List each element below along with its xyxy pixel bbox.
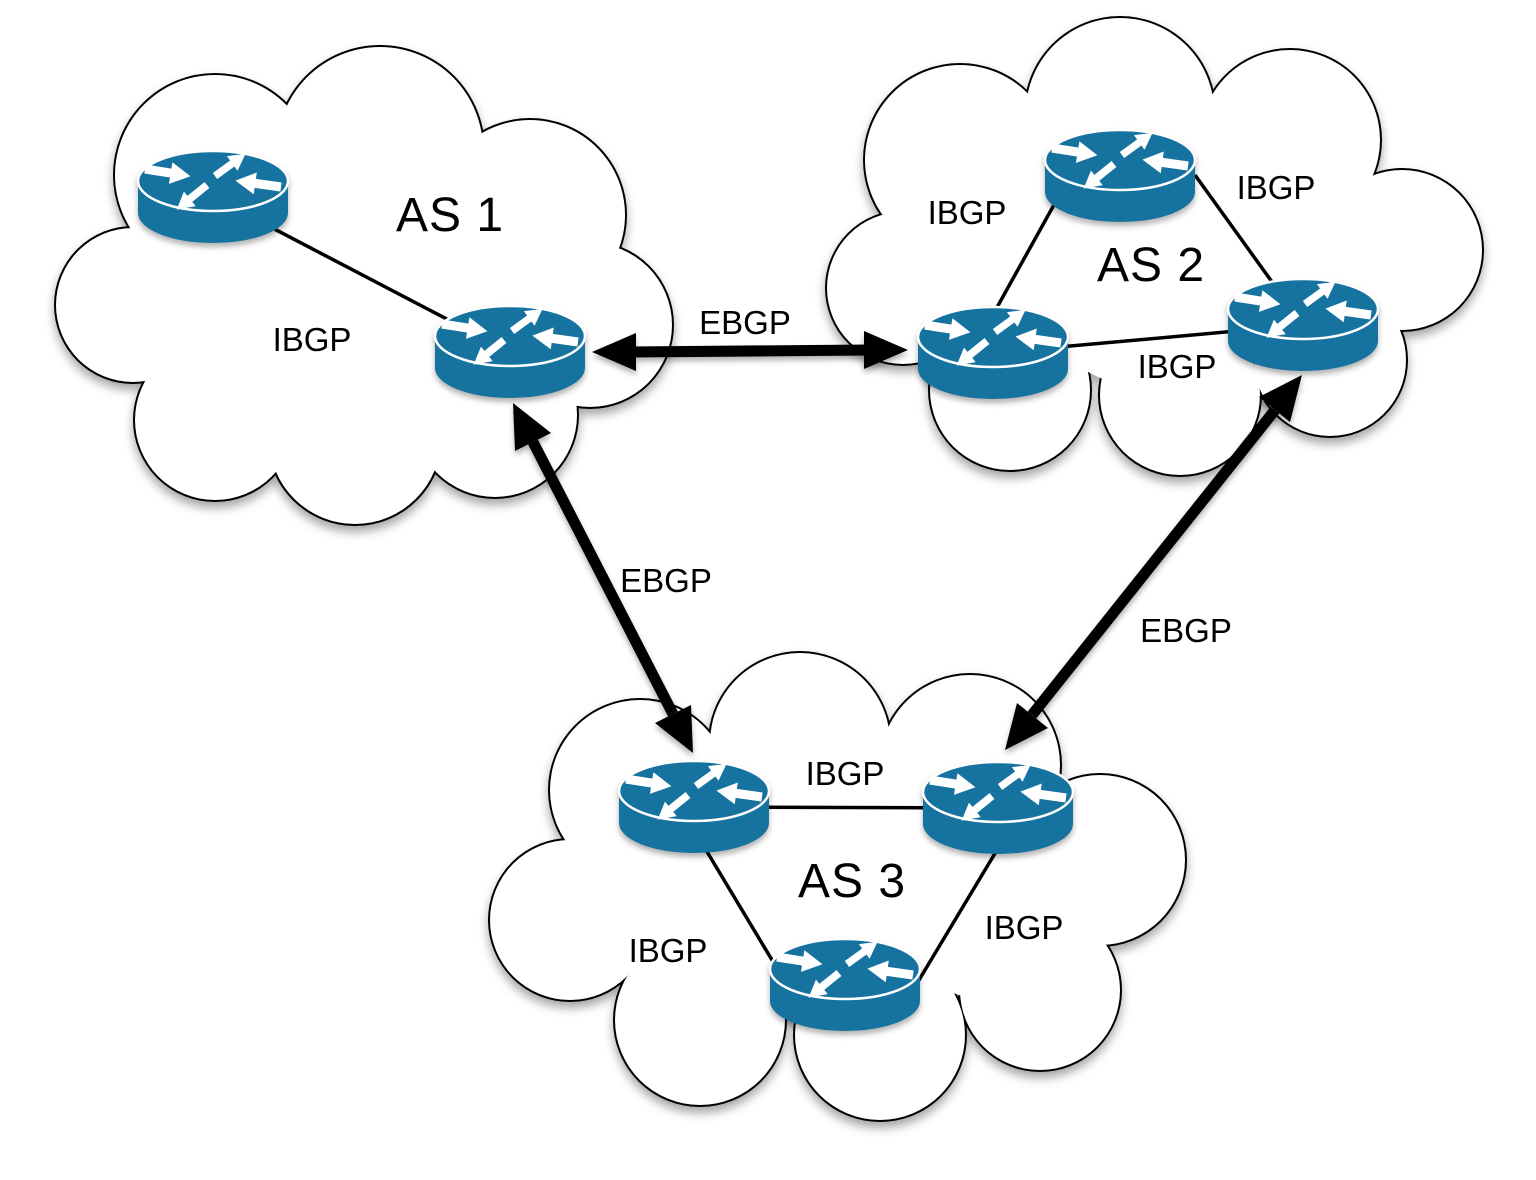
- as1-router-2-icon: [435, 302, 585, 398]
- as2-router-right-icon: [1228, 275, 1378, 371]
- as2-router-left-icon: [918, 303, 1068, 399]
- as2-router-top-icon: [1045, 126, 1195, 222]
- as3-router-bottom-icon: [770, 935, 920, 1031]
- ebgp-label-as1-as2: EBGP: [699, 304, 791, 341]
- as1-ibgp-label: IBGP: [273, 321, 352, 358]
- as1-label: AS 1: [396, 189, 504, 242]
- as3-label: AS 3: [798, 855, 906, 908]
- ibgp-link-as3-right: [908, 844, 1002, 996]
- ebgp-label-as2-as3: EBGP: [1140, 612, 1232, 649]
- as2-ibgp-label-right: IBGP: [1237, 169, 1316, 206]
- as2-ibgp-label-left: IBGP: [928, 194, 1007, 231]
- ebgp-label-as1-as3: EBGP: [620, 562, 712, 599]
- as2-ibgp-label-bottom: IBGP: [1138, 348, 1217, 385]
- as3-router-right-icon: [923, 758, 1073, 854]
- as1-router-1-icon: [138, 147, 288, 243]
- ibgp-link-as2-top-left: [988, 184, 1067, 321]
- as1-cloud: [54, 45, 674, 526]
- ibgp-link-as2-top-right: [1193, 173, 1287, 302]
- ebgp-arrow-as2-as3: [1005, 375, 1302, 750]
- ebgp-arrow-as1-as2: [592, 331, 908, 371]
- as3-router-left-icon: [619, 757, 769, 853]
- as3-ibgp-label-left: IBGP: [629, 932, 708, 969]
- ebgp-arrow-as1-as3: [513, 403, 693, 753]
- as3-ibgp-label-right: IBGP: [985, 909, 1064, 946]
- as2-label: AS 2: [1097, 239, 1205, 292]
- as3-ibgp-label-top: IBGP: [806, 755, 885, 792]
